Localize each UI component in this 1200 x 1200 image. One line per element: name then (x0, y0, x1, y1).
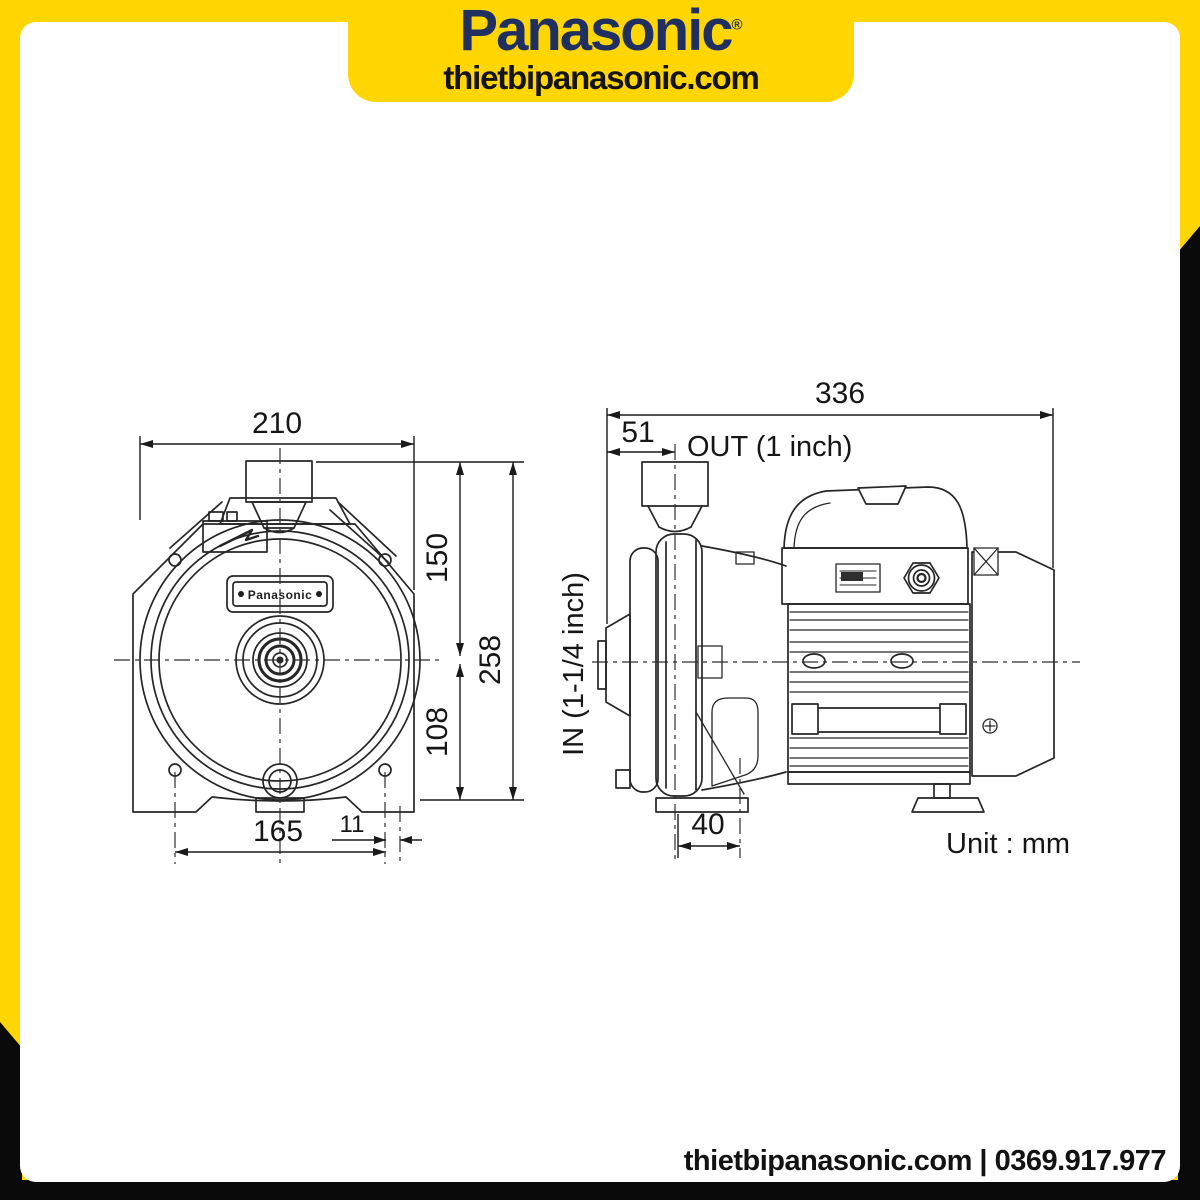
panasonic-logo: Panasonic® (459, 2, 742, 60)
front-dimensions (139, 436, 524, 853)
out-port-label: OUT (1 inch) (687, 431, 852, 463)
side-dim-arrows (607, 411, 1053, 850)
footer-contact: thietbipanasonic.com | 0369.917.977 (683, 1145, 1167, 1177)
registered-mark: ® (731, 16, 743, 34)
in-port-label: IN (1-1/4 inch) (558, 572, 590, 756)
dim-front-lower: 108 (421, 707, 454, 757)
dim-side-foot-offset: 40 (691, 808, 724, 841)
dim-side-out-offset: 51 (621, 416, 654, 449)
header-website: thietbipanasonic.com (443, 59, 759, 96)
dim-front-bolt-span: 165 (253, 815, 303, 848)
dim-front-total: 258 (474, 635, 507, 685)
dim-front-offset: 11 (340, 811, 365, 838)
dim-front-upper: 150 (421, 533, 454, 583)
front-dim-arrows (140, 440, 517, 856)
dim-front-width: 210 (252, 407, 302, 440)
content-area (20, 22, 1180, 1182)
front-view (132, 460, 421, 813)
header-tab: Panasonic® thietbipanasonic.com (348, 0, 854, 102)
side-view (597, 461, 1055, 813)
side-centerlines (592, 444, 1080, 860)
front-nameplate-text: Panasonic (248, 588, 313, 602)
dim-side-length: 336 (815, 377, 865, 410)
front-centerlines (114, 448, 444, 868)
panasonic-logo-text: Panasonic (459, 0, 733, 63)
unit-label: Unit : mm (946, 828, 1070, 860)
side-dimensions (606, 408, 1054, 858)
